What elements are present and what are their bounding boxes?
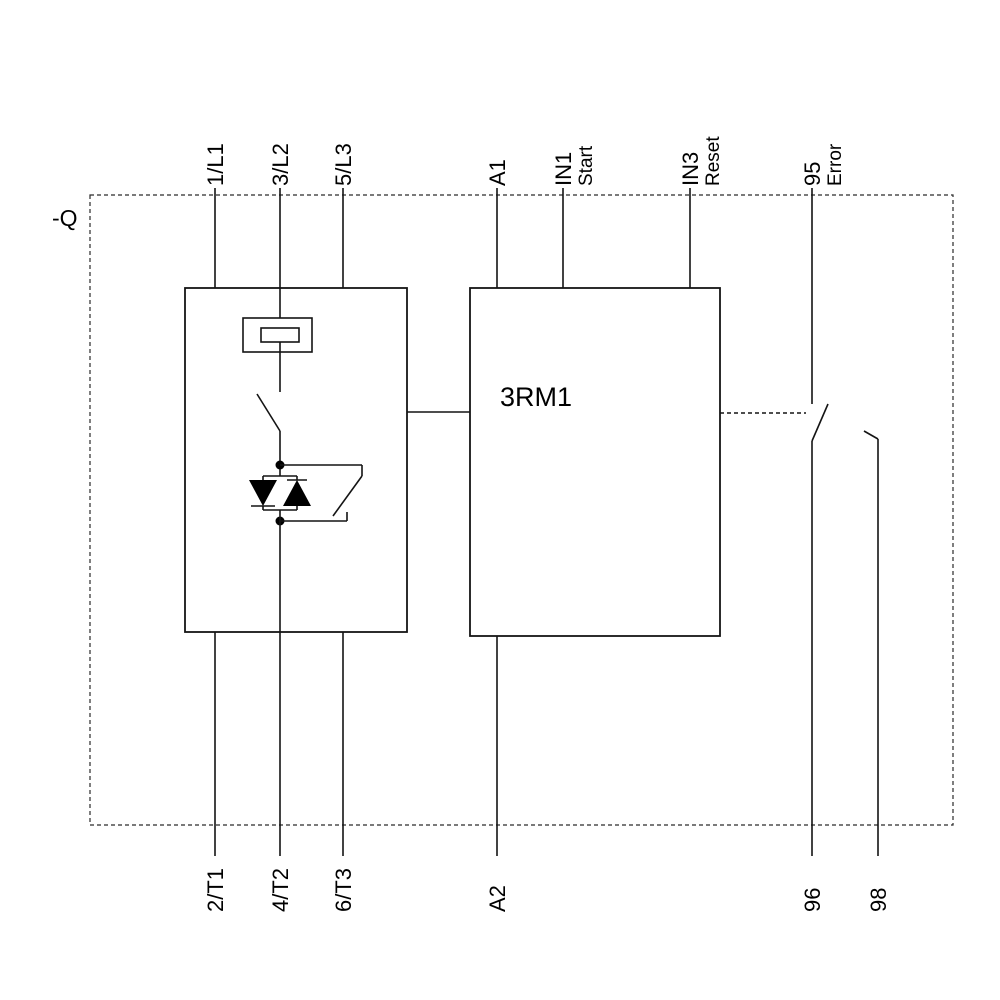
terminal-label-A1: A1 [485, 159, 510, 186]
bypass-contact-symbol [280, 464, 363, 522]
terminal-label-A2: A2 [485, 885, 510, 912]
terminal-label-98: 98 [866, 888, 891, 912]
contact-arm [256, 393, 281, 432]
device-boundary [89, 194, 954, 826]
bottom-terminal-labels: 2/T1 4/T2 6/T3 A2 96 98 [203, 868, 891, 912]
thyristor-pair-symbol [249, 460, 311, 632]
top-conductors [214, 188, 813, 404]
isolating-contact-symbol [256, 352, 281, 476]
terminal-label-1L1: 1/L1 [203, 143, 228, 186]
terminal-label-6T3: 6/T3 [331, 868, 356, 912]
terminal-label-IN1: IN1 [551, 152, 576, 186]
function-label-start: Start [576, 145, 597, 186]
terminal-label-95: 95 [800, 162, 825, 186]
terminal-label-IN3: IN3 [678, 152, 703, 186]
relay-contact-arm [811, 403, 829, 442]
control-module: 3RM1 [469, 287, 721, 637]
top-terminal-labels: 1/L1 3/L2 5/L3 A1 IN1 Start IN3 Reset 95… [203, 136, 846, 186]
power-module [184, 287, 408, 633]
bottom-conductors [214, 439, 879, 856]
error-relay-contact [811, 403, 879, 442]
relay-98-stub [863, 430, 879, 440]
thyristor-left-triangle-down [249, 480, 277, 506]
control-module-outline [469, 287, 721, 637]
device-type-label: 3RM1 [500, 382, 572, 412]
bypass-contact-arm [332, 475, 363, 517]
terminal-label-4T2: 4/T2 [268, 868, 293, 912]
device-designator: -Q [52, 205, 78, 231]
terminal-label-96: 96 [800, 888, 825, 912]
function-label-error: Error [825, 143, 846, 186]
thyristor-right-triangle-up [283, 480, 311, 506]
terminal-label-3L2: 3/L2 [268, 143, 293, 186]
overload-outer-rect [242, 317, 313, 353]
terminal-label-5L3: 5/L3 [331, 143, 356, 186]
function-label-reset: Reset [703, 136, 724, 186]
power-module-outline [184, 287, 408, 633]
overload-release-symbol [242, 288, 313, 353]
terminal-label-2T1: 2/T1 [203, 868, 228, 912]
overload-inner-rect [260, 327, 300, 343]
